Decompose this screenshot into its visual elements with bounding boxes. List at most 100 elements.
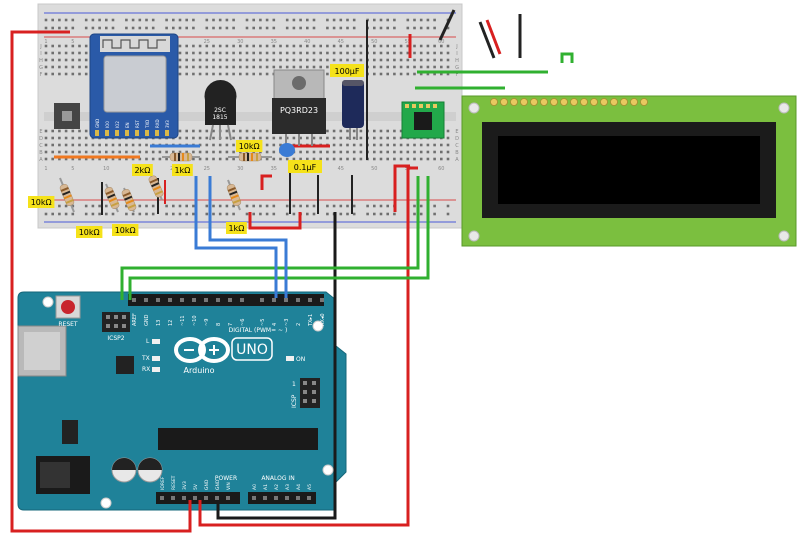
breadboard-column-number: 1 <box>44 166 47 172</box>
breadboard-hole <box>78 150 81 154</box>
icsp-number: 1 <box>292 381 296 388</box>
lcd-mount-hole-bl <box>468 230 480 242</box>
breadboard-hole <box>98 143 101 147</box>
breadboard-hole <box>265 143 269 147</box>
rail-hole <box>125 204 128 208</box>
resistor-label-10k-bottom-b-bg <box>112 224 139 236</box>
breadboard-hole <box>138 150 142 154</box>
reset-button-cap[interactable] <box>61 300 75 314</box>
power-pin-label: GND <box>215 479 221 490</box>
breadboard-hole <box>440 150 443 154</box>
breadboard-hole <box>393 72 396 76</box>
breadboard-hole <box>359 157 363 161</box>
uno-badge <box>231 337 273 361</box>
breadboard-hole <box>178 65 182 69</box>
rail-hole <box>373 26 376 30</box>
breadboard-hole <box>44 129 48 133</box>
rail-hole <box>131 18 135 22</box>
breadboard-hole <box>399 150 403 154</box>
breadboard-row-letter: A <box>455 157 459 163</box>
rail-hole <box>145 212 148 216</box>
board-capacitor-1-mark <box>112 458 136 470</box>
breadboard-column-number: 5 <box>71 39 74 45</box>
arduino-board <box>17 291 347 511</box>
rail-hole <box>172 212 175 216</box>
rail-hole <box>232 26 235 30</box>
breadboard-hole <box>51 58 54 62</box>
breadboard-hole <box>352 51 356 55</box>
breadboard-hole <box>319 58 322 62</box>
rail-hole <box>366 212 369 216</box>
breadboard-hole <box>91 150 95 154</box>
lcd-pin <box>580 98 588 106</box>
breadboard-hole <box>225 157 229 161</box>
breadboard-hole <box>198 44 202 48</box>
resistor-label-10k-left-bg <box>28 196 55 208</box>
breadboard-column-number: 60 <box>438 166 444 172</box>
breadboard-row-letter: B <box>39 150 43 156</box>
breadboard-hole <box>232 150 235 154</box>
breadboard-hole <box>185 136 188 140</box>
breadboard-hole <box>259 58 262 62</box>
breadboard-hole <box>379 44 383 48</box>
breadboard-hole <box>299 136 302 140</box>
breadboard-hole <box>118 150 121 154</box>
analog-pin-label: A0 <box>252 484 258 490</box>
breadboard-hole <box>78 65 81 69</box>
board-capacitor-2-mark <box>138 458 162 470</box>
breadboard-hole <box>265 72 269 76</box>
esp-pin-label: IO0 <box>105 121 110 128</box>
rail-hole <box>292 26 296 30</box>
push-button-cap[interactable] <box>62 111 72 121</box>
push-button[interactable] <box>54 103 80 129</box>
power-pin-label: 5V <box>193 483 199 490</box>
breadboard-row-letter: I <box>40 51 41 57</box>
digital-pin-label: ~10 <box>192 315 198 326</box>
breadboard-hole <box>259 65 262 69</box>
digital-pin <box>180 298 184 302</box>
breadboard-hole <box>198 143 202 147</box>
breadboard-hole <box>373 58 376 62</box>
breadboard-hole <box>373 157 376 161</box>
transistor-body <box>204 80 237 125</box>
l-led <box>152 339 160 344</box>
breadboard-hole <box>212 72 215 76</box>
breadboard-hole <box>339 44 343 48</box>
breadboard-column-number: 30 <box>237 39 243 45</box>
breadboard-hole <box>51 143 54 147</box>
rail-hole <box>306 18 309 22</box>
rail-hole <box>326 204 329 208</box>
digital-pin <box>156 298 160 302</box>
breadboard-row-letter: G <box>39 65 43 71</box>
breadboard-hole <box>386 150 389 154</box>
red-wire-small-hook <box>260 174 272 190</box>
digital-pin <box>216 298 220 302</box>
antenna-trace-icon <box>102 39 166 49</box>
breadboard-hole <box>326 58 329 62</box>
breadboard-hole <box>319 44 322 48</box>
breadboard-hole <box>413 58 416 62</box>
breadboard-hole <box>232 44 235 48</box>
breadboard-hole <box>426 72 430 76</box>
resistor-10k-bottom-a <box>104 183 120 213</box>
lcd-pin <box>620 98 628 106</box>
resistor-label-10k-top: 10kΩ <box>239 142 260 151</box>
breadboard-hole <box>51 51 54 55</box>
rx-led <box>152 367 160 372</box>
rail-hole <box>192 26 195 30</box>
breadboard-hole <box>178 150 182 154</box>
power-pin-label: VIN <box>226 482 232 490</box>
breadboard-hole <box>433 58 436 62</box>
rail-hole <box>225 212 229 216</box>
breadboard-hole <box>326 44 329 48</box>
rail-hole <box>419 26 423 30</box>
breadboard-hole <box>185 58 188 62</box>
breadboard-hole <box>352 143 356 147</box>
breadboard-hole <box>218 44 222 48</box>
breadboard-hole <box>239 72 242 76</box>
breadboard-hole <box>205 150 209 154</box>
breadboard-hole <box>225 65 229 69</box>
breadboard-hole <box>399 51 403 55</box>
breadboard-column-number: 1 <box>44 39 47 45</box>
